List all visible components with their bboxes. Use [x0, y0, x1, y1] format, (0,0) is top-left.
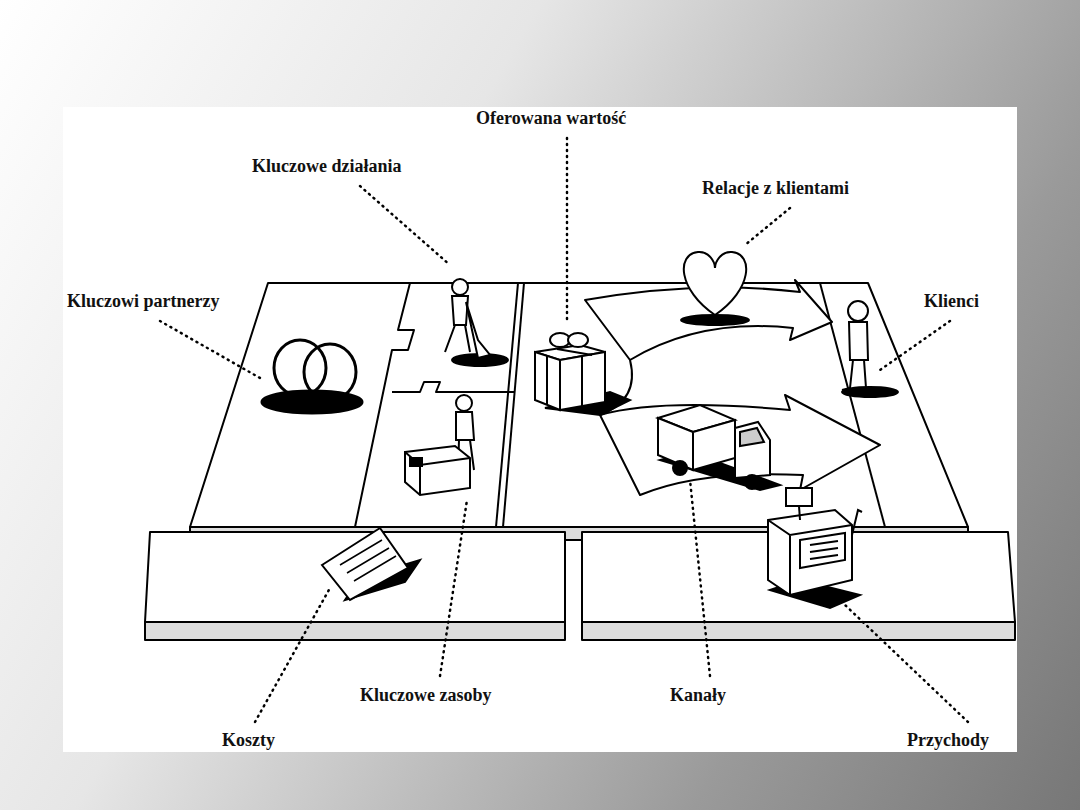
leader-line: [440, 500, 467, 676]
callout-label: Kluczowe zasoby: [358, 684, 493, 706]
callout-label: Kluczowi partnerzy: [65, 290, 221, 312]
divider: [355, 283, 414, 527]
board-top: [190, 283, 968, 527]
paper: [322, 528, 408, 600]
callout-label: Oferowana wartość: [474, 107, 628, 129]
callout-label: Przychody: [905, 729, 991, 751]
shadow: [681, 315, 749, 325]
leader-lines: [160, 138, 968, 722]
leader-line: [880, 321, 950, 370]
truck-icon: [658, 405, 780, 490]
heart-icon: [681, 252, 749, 325]
keypad: [800, 533, 845, 568]
keys: [810, 541, 838, 559]
resource-icon: [405, 395, 474, 495]
divider: [503, 283, 524, 527]
board-side: [145, 622, 565, 640]
leader-line: [845, 605, 968, 722]
document-icon: [322, 528, 420, 600]
board-side: [582, 622, 1015, 640]
heart: [684, 252, 746, 315]
body: [849, 322, 868, 360]
body: [452, 296, 468, 325]
legs: [445, 325, 470, 352]
callout-label: Koszty: [220, 729, 277, 751]
callout-label: Klienci: [922, 290, 981, 312]
cab: [735, 422, 770, 478]
channel-arrow: [600, 395, 880, 495]
machine: [405, 446, 470, 495]
shovel: [466, 302, 490, 358]
wheel: [745, 475, 759, 489]
leader-line: [255, 588, 330, 722]
window: [740, 428, 764, 446]
leader-line: [690, 480, 710, 676]
legs: [842, 360, 874, 390]
ring: [304, 344, 356, 400]
text-lines: [340, 540, 396, 581]
ribbon: [547, 349, 592, 406]
machine-part: [410, 458, 422, 466]
cargo-front: [693, 420, 735, 470]
leader-line: [745, 208, 790, 245]
head: [848, 301, 868, 321]
customer-icon: [842, 301, 898, 397]
lower-board: [145, 532, 1015, 640]
bow: [568, 333, 588, 347]
leader-line: [360, 186, 450, 265]
leader-line: [160, 321, 260, 378]
handle: [852, 510, 862, 535]
callout-label: Relacje z klientami: [700, 177, 851, 199]
machine-edge: [405, 452, 470, 495]
display: [786, 488, 812, 506]
register-icon: [768, 488, 862, 608]
body: [456, 412, 474, 440]
callout-label: Kluczowe działania: [250, 155, 404, 177]
leader-line: [566, 138, 569, 320]
worker-icon: [445, 279, 508, 366]
head: [452, 279, 468, 295]
rings-icon: [262, 340, 362, 413]
gift-icon: [535, 333, 630, 415]
callout-label: Kanały: [668, 684, 728, 706]
wheel: [673, 461, 687, 475]
head: [456, 395, 472, 411]
register-body: [768, 510, 852, 595]
stand: [799, 506, 800, 520]
register-edge: [768, 520, 852, 595]
divider: [392, 382, 515, 392]
upper-board: [190, 280, 968, 540]
